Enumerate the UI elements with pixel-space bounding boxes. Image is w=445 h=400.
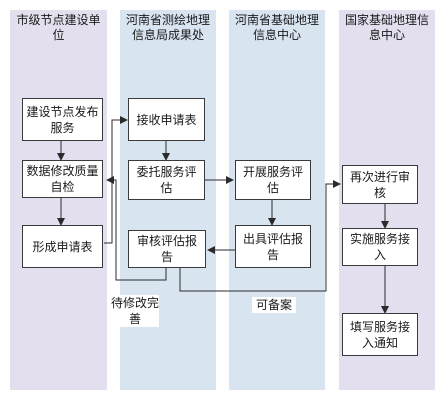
lane-title-national-center: 国家基础地理信息中心 <box>344 13 429 42</box>
step-fill-access-notice: 填写服务接入通知 <box>342 313 418 356</box>
step-conduct-evaluation: 开展服务评估 <box>235 160 311 200</box>
arrow-review-to-rereview <box>179 180 341 292</box>
step-issue-report: 出具评估报告 <box>235 225 311 268</box>
step-receive-application: 接收申请表 <box>128 98 205 141</box>
lane-city-background <box>10 10 107 390</box>
lane-results-office-background <box>120 10 216 390</box>
step-re-review: 再次进行审核 <box>342 165 418 204</box>
lane-title-results-office: 河南省测绘地理信息局成果处 <box>125 13 210 42</box>
step-implement-access: 实施服务接入 <box>342 228 418 266</box>
lane-title-provincial-center: 河南省基础地理信息中心 <box>234 13 319 42</box>
step-data-fix-self-check: 数据修改质量自检 <box>22 160 103 198</box>
step-entrust-evaluation: 委托服务评估 <box>128 160 205 200</box>
lane-title-city-unit: 市级节点建设单位 <box>16 13 101 42</box>
arrow-review-to-check <box>106 176 167 281</box>
lane-provincial-center-background <box>229 10 325 390</box>
label-pending-fix: 待修改完善 <box>111 295 160 327</box>
step-review-report: 审核评估报告 <box>128 230 206 268</box>
step-form-application: 形成申请表 <box>22 225 103 268</box>
label-may-file: 可备案 <box>252 297 296 313</box>
step-build-publish-service: 建设节点发布服务 <box>22 98 103 141</box>
